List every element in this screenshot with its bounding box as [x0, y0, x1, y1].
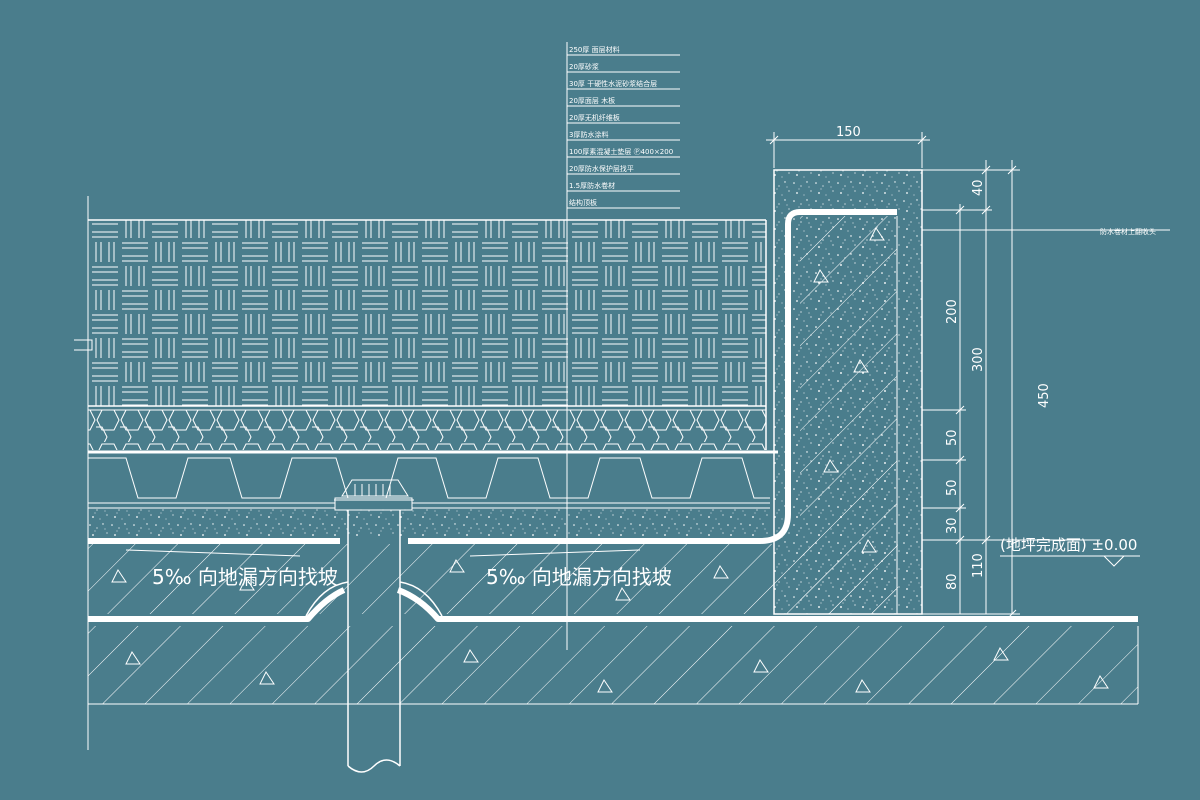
right-note: 防水卷材上翻收头	[1100, 227, 1156, 236]
legend-line-7: 100厚素混凝土垫层 Ⓟ400×200	[569, 147, 673, 156]
dim-40: 40	[971, 179, 986, 196]
screed-layer	[88, 507, 770, 536]
paving-layer	[74, 196, 767, 750]
legend-line-10: 结构顶板	[569, 198, 597, 207]
dim-80: 80	[945, 573, 960, 590]
legend-line-9: 1.5厚防水卷材	[569, 181, 615, 190]
legend-line-1: 250厚 面层材料	[569, 45, 620, 54]
floor-level-label: (地坪完成面) ±0.00	[1000, 536, 1137, 554]
dim-50a: 50	[945, 429, 960, 446]
dimension-lines	[766, 132, 1170, 619]
dim-30: 30	[945, 517, 960, 534]
drainage-board-layer	[88, 457, 770, 511]
legend-line-8: 20厚防水保护层找平	[569, 164, 634, 173]
waterproof-membrane	[88, 209, 1138, 622]
dim-50b: 50	[945, 479, 960, 496]
slope-note-left: 5‰ 向地漏方向找坡	[152, 565, 338, 589]
legend-line-6: 3厚防水涂料	[569, 130, 608, 139]
dim-450: 450	[1037, 383, 1052, 408]
slope-arrows	[125, 549, 641, 557]
dim-200: 200	[945, 299, 960, 324]
dim-110: 110	[971, 553, 986, 578]
drain-pipe	[305, 510, 443, 773]
dim-300: 300	[971, 347, 986, 372]
legend-line-4: 20厚面层 木板	[569, 96, 615, 105]
slope-note-right: 5‰ 向地漏方向找坡	[486, 565, 672, 589]
legend-line-2: 20厚砂浆	[569, 62, 599, 71]
upstand-wall	[773, 169, 923, 615]
dim-150: 150	[836, 125, 861, 140]
legend-line-3: 30厚 干硬性水泥砂浆结合层	[569, 79, 657, 88]
legend-line-5: 20厚无机纤维板	[569, 113, 620, 122]
gravel-layer	[88, 409, 778, 454]
